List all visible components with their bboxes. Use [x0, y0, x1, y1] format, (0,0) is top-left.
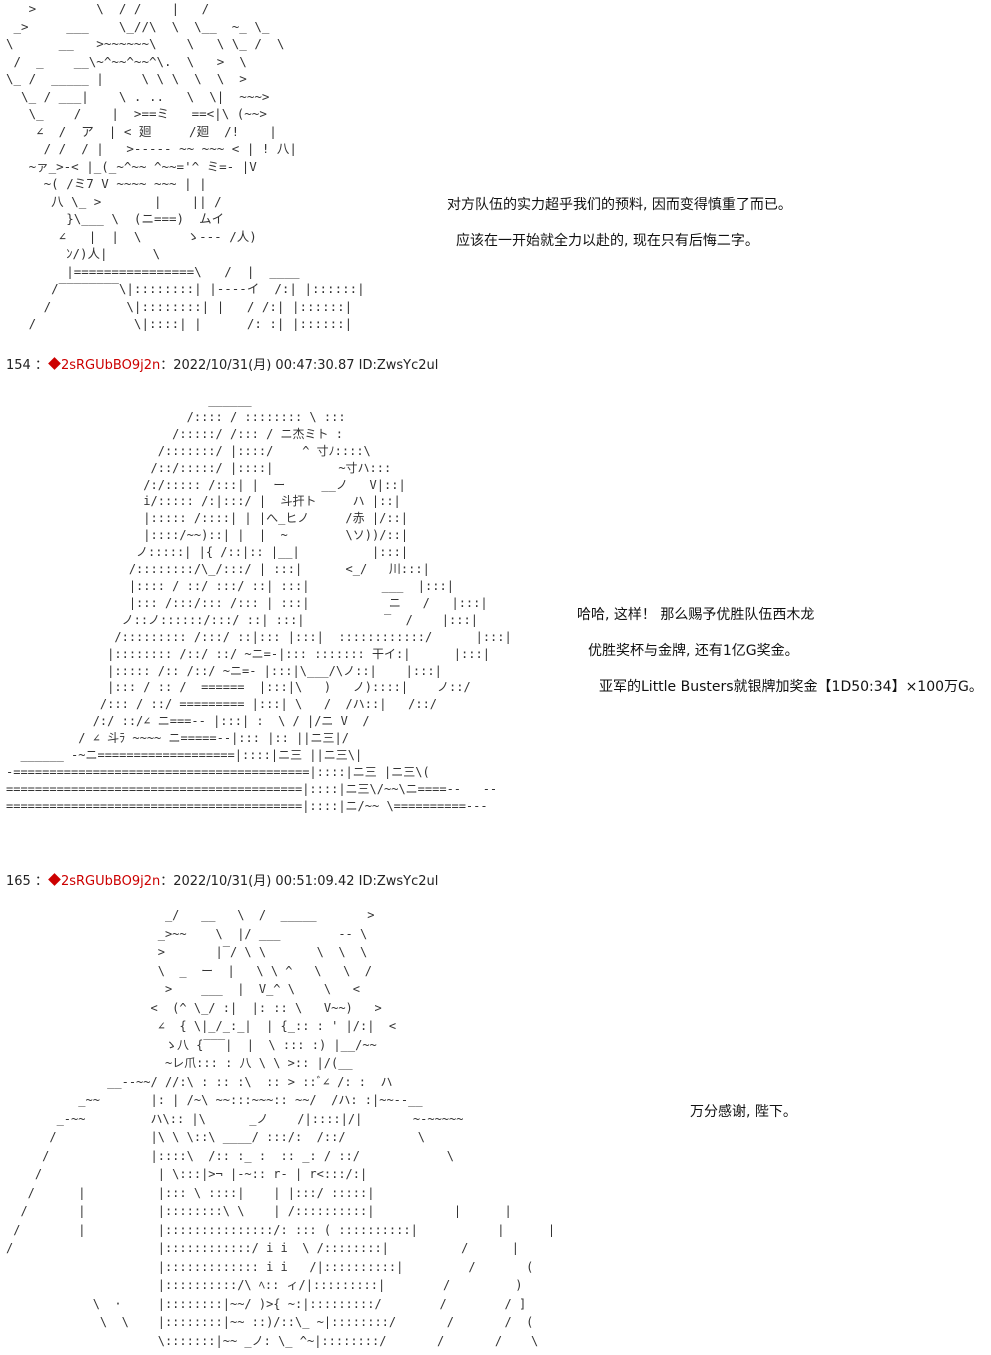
- post-separator: ：: [34, 874, 48, 889]
- ascii-art-2: ______ /:::: / :::::::: \ ::: /:::::/ /:…: [6, 393, 512, 813]
- dialog-line: 对方队伍的实力超乎我们的预料, 因而变得慎重了而已。: [447, 197, 792, 213]
- ascii-art-1: > \ / / | / _> ___ \_//\ \ \__ ~_ \_ \ _…: [6, 1, 365, 331]
- post-separator: ：: [34, 358, 48, 373]
- dialog-line: 应该在一开始就全力以赴的, 现在只有后悔二字。: [456, 233, 759, 249]
- post-number: 154: [6, 358, 31, 373]
- dialog-line: 优胜奖杯与金牌, 还有1亿G奖金。: [588, 643, 799, 659]
- post-header-154: 154 ： 2sRGUbBO9j2n：2022/10/31(月) 00:47:30…: [6, 357, 439, 374]
- post-date: ：2022/10/31(月) 00:47:30.87 ID:ZwsYc2ul: [160, 358, 439, 373]
- post-author-trip[interactable]: 2sRGUbBO9j2n: [60, 874, 161, 889]
- post-header-165: 165 ： 2sRGUbBO9j2n：2022/10/31(月) 00:51:09…: [6, 873, 439, 890]
- dialog-line: 哈哈, 这样！ 那么赐予优胜队伍西木龙: [577, 607, 815, 623]
- post-author-trip[interactable]: 2sRGUbBO9j2n: [60, 358, 161, 373]
- dialog-line: 亚军的Little Busters就银牌加奖金【1D50:34】×100万G。: [599, 679, 983, 695]
- diamond-icon: [48, 357, 61, 370]
- dialog-line: 万分感谢, 陛下。: [690, 1104, 797, 1120]
- diamond-icon: [48, 873, 61, 886]
- post-date: ：2022/10/31(月) 00:51:09.42 ID:ZwsYc2ul: [160, 874, 439, 889]
- ascii-art-3: _/ __ \ / _____ > _>~~ \ |/ ___ -- \ > |…: [6, 908, 556, 1348]
- post-number: 165: [6, 874, 31, 889]
